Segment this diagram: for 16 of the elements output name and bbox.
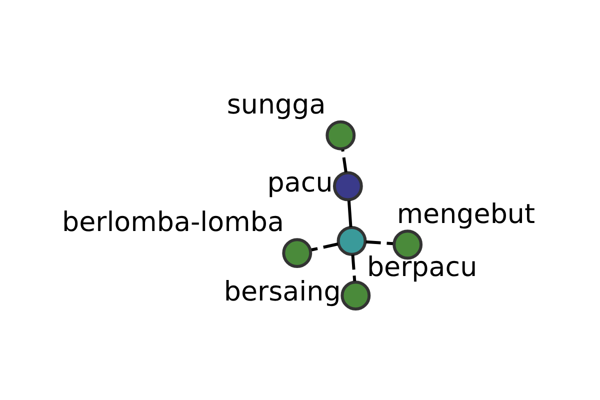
node-label: mengebut (396, 198, 536, 230)
node-label: sungga (226, 89, 326, 120)
node-circle (326, 120, 356, 150)
connector (351, 254, 356, 281)
node-label: berpacu (366, 251, 478, 282)
node-label: bersaing (224, 276, 341, 308)
node-circle (336, 226, 367, 256)
node-circle (340, 280, 371, 310)
connector (341, 148, 348, 172)
node-circle (332, 170, 363, 201)
connector (366, 240, 394, 245)
node-label: pacu (267, 166, 333, 198)
connector (311, 242, 338, 251)
connector (347, 200, 352, 227)
node-circle (282, 238, 312, 268)
node-label: berlomba-lomba (62, 206, 284, 238)
